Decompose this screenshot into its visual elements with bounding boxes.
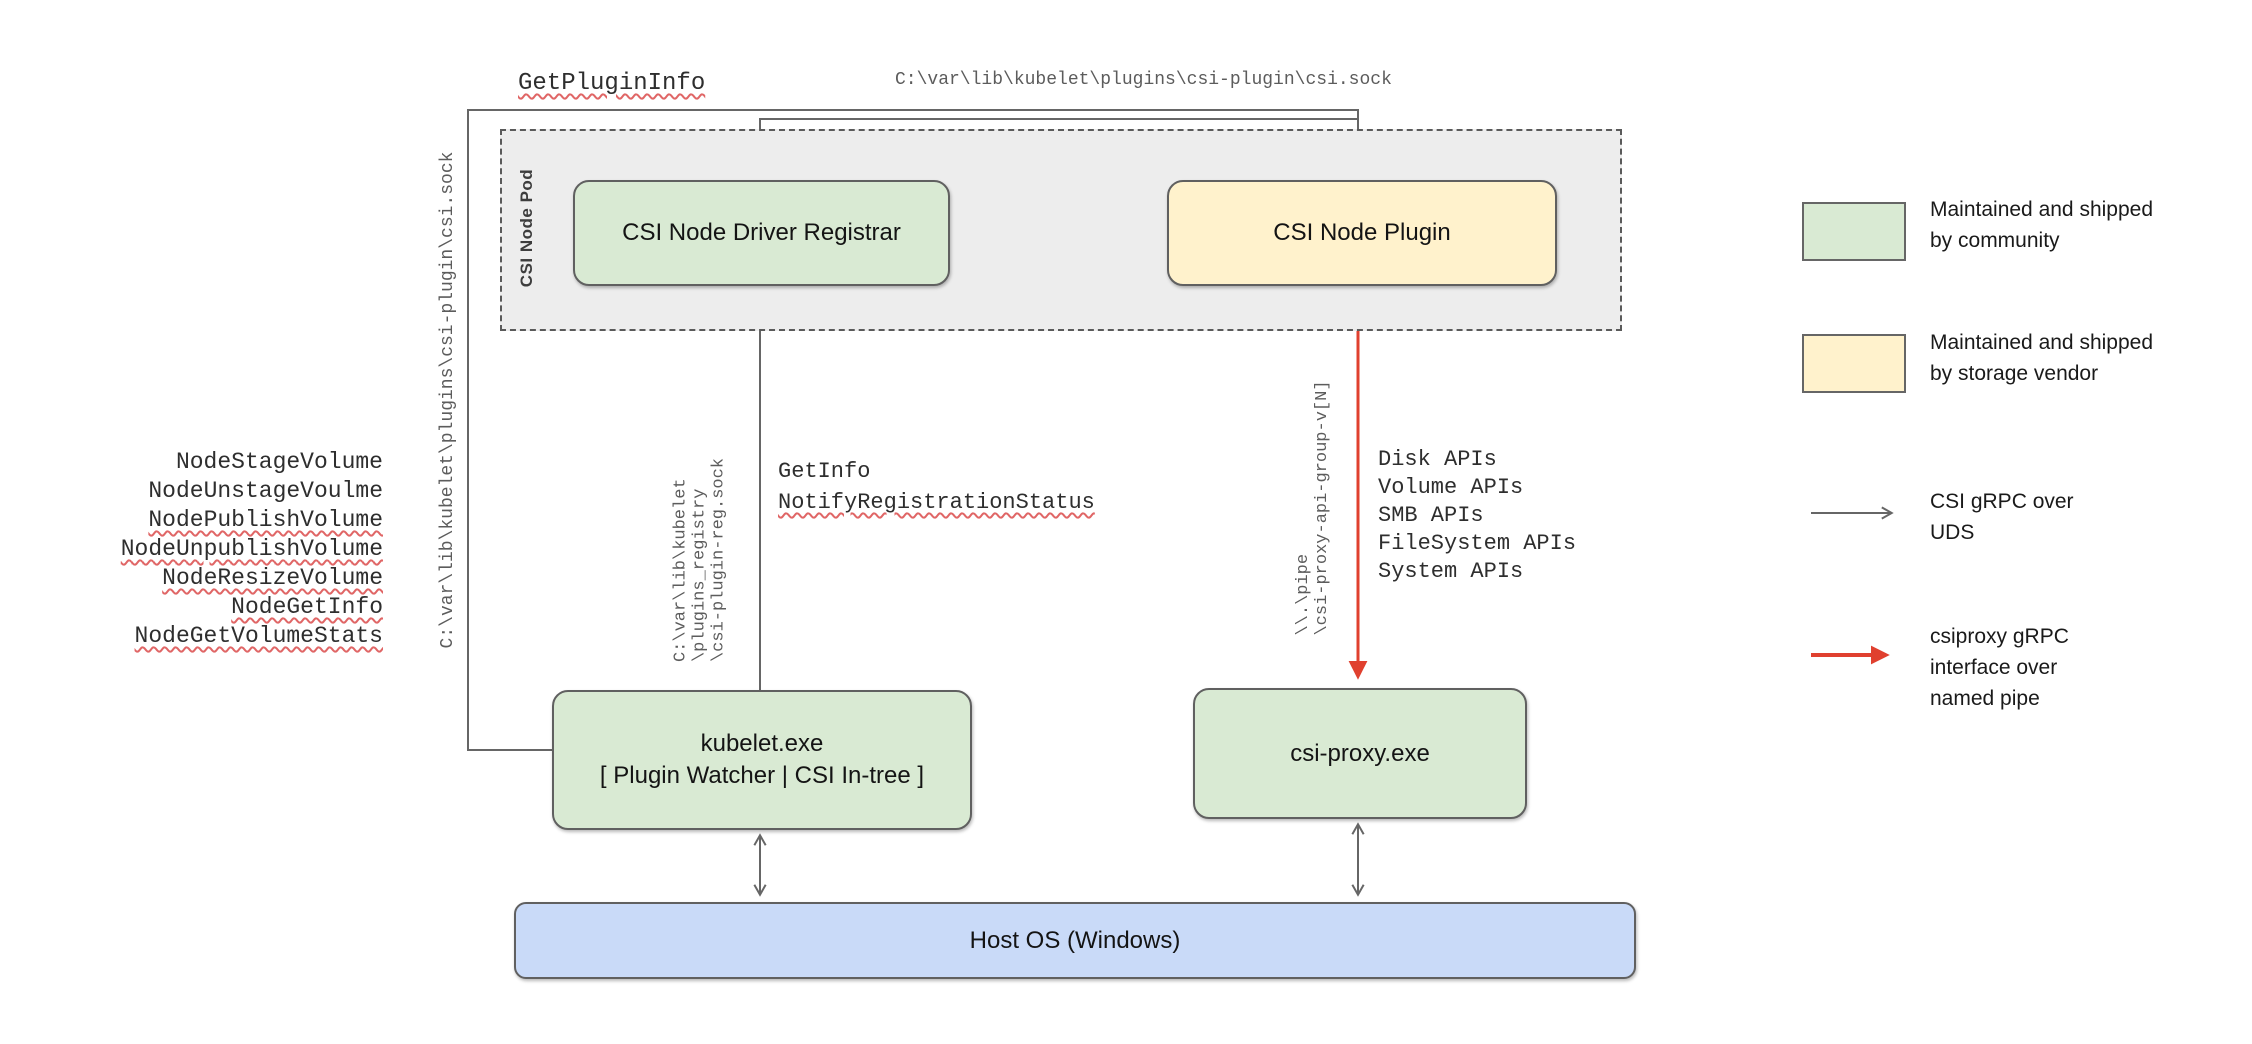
node-rpc-item: NodeResizeVolume <box>162 565 383 591</box>
registration-sock-path-label: C:\var\lib\kubelet \plugins_registry \cs… <box>672 458 729 662</box>
legend-community-swatch <box>1802 202 1906 261</box>
node-rpc-item: NodeUnstageVoulme <box>148 478 383 504</box>
host-os-box: Host OS (Windows) <box>514 902 1636 979</box>
node-rpc-item: NodeUnpublishVolume <box>120 536 383 562</box>
api-group-item: FileSystem APIs <box>1378 531 1577 556</box>
registration-sock-path-line3: \csi-plugin-reg.sock <box>709 457 729 663</box>
legend-vendor-line1: Maintained and shipped <box>1930 331 2154 354</box>
legend-community-line2: by community <box>1930 229 2060 252</box>
get-plugin-info-label: GetPluginInfo <box>518 70 706 97</box>
named-pipe-path-line1: \\.\pipe <box>1294 553 1313 636</box>
csi-node-driver-registrar-label: CSI Node Driver Registrar <box>622 219 901 246</box>
kubelet-box: kubelet.exe [ Plugin Watcher | CSI In-tr… <box>552 690 972 830</box>
api-group-item: Disk APIs <box>1378 447 1497 472</box>
legend-community-line1: Maintained and shipped <box>1930 198 2154 221</box>
registration-sock-path-line2: \plugins_registry <box>690 488 710 663</box>
legend-uds-label: CSI gRPC over UDS <box>1930 486 2074 548</box>
kubelet-label-line2: [ Plugin Watcher | CSI In-tree ] <box>599 762 925 789</box>
api-group-item: Volume APIs <box>1378 475 1524 500</box>
csi-sock-path-left-label: C:\var\lib\kubelet\plugins\csi-plugin\cs… <box>438 151 458 649</box>
notify-registration-status-label: NotifyRegistrationStatus <box>778 490 1095 515</box>
host-os-label: Host OS (Windows) <box>969 926 1181 954</box>
legend-vendor-line2: by storage vendor <box>1930 362 2099 385</box>
legend-namedpipe-label: csiproxy gRPC interface over named pipe <box>1930 621 2069 714</box>
get-info-label: GetInfo <box>778 459 871 484</box>
node-rpc-item: NodeGetInfo <box>231 594 383 620</box>
legend-uds-line2: UDS <box>1930 521 1975 544</box>
named-pipe-path-label: \\.\pipe \csi-proxy-api-group-v[N] <box>1294 380 1332 635</box>
node-rpc-item: NodeStageVolume <box>175 449 383 475</box>
api-group-item: System APIs <box>1378 559 1524 584</box>
named-pipe-path-line2: \csi-proxy-api-group-v[N] <box>1313 380 1332 636</box>
node-rpc-item: NodePublishVolume <box>148 507 383 533</box>
legend-vendor-swatch <box>1802 334 1906 393</box>
registration-rpcs-label: GetInfo NotifyRegistrationStatus <box>778 456 1095 518</box>
csi-node-plugin-box: CSI Node Plugin <box>1167 180 1557 286</box>
kubelet-label-line1: kubelet.exe <box>700 730 824 757</box>
node-rpc-list: NodeStageVolume NodeUnstageVoulme NodePu… <box>60 448 383 651</box>
registration-sock-path-line1: C:\var\lib\kubelet <box>671 478 691 663</box>
csi-proxy-label: csi-proxy.exe <box>1290 739 1430 767</box>
legend-namedpipe-line3: named pipe <box>1930 687 2040 710</box>
csi-node-pod-label: CSI Node Pod <box>517 168 536 288</box>
csi-node-driver-registrar-box: CSI Node Driver Registrar <box>573 180 950 286</box>
legend-namedpipe-line2: interface over <box>1930 656 2058 679</box>
api-group-item: SMB APIs <box>1378 503 1484 528</box>
csi-proxy-box: csi-proxy.exe <box>1193 688 1527 819</box>
csi-node-plugin-label: CSI Node Plugin <box>1273 219 1451 246</box>
legend-uds-line1: CSI gRPC over <box>1930 490 2074 513</box>
legend-vendor-label: Maintained and shipped by storage vendor <box>1930 327 2153 389</box>
legend-community-label: Maintained and shipped by community <box>1930 194 2153 256</box>
node-rpc-item: NodeGetVolumeStats <box>134 623 383 649</box>
legend-namedpipe-line1: csiproxy gRPC <box>1930 625 2069 648</box>
csi-sock-path-top-label: C:\var\lib\kubelet\plugins\csi-plugin\cs… <box>895 70 1392 90</box>
api-group-list: Disk APIs Volume APIs SMB APIs FileSyste… <box>1378 446 1576 586</box>
